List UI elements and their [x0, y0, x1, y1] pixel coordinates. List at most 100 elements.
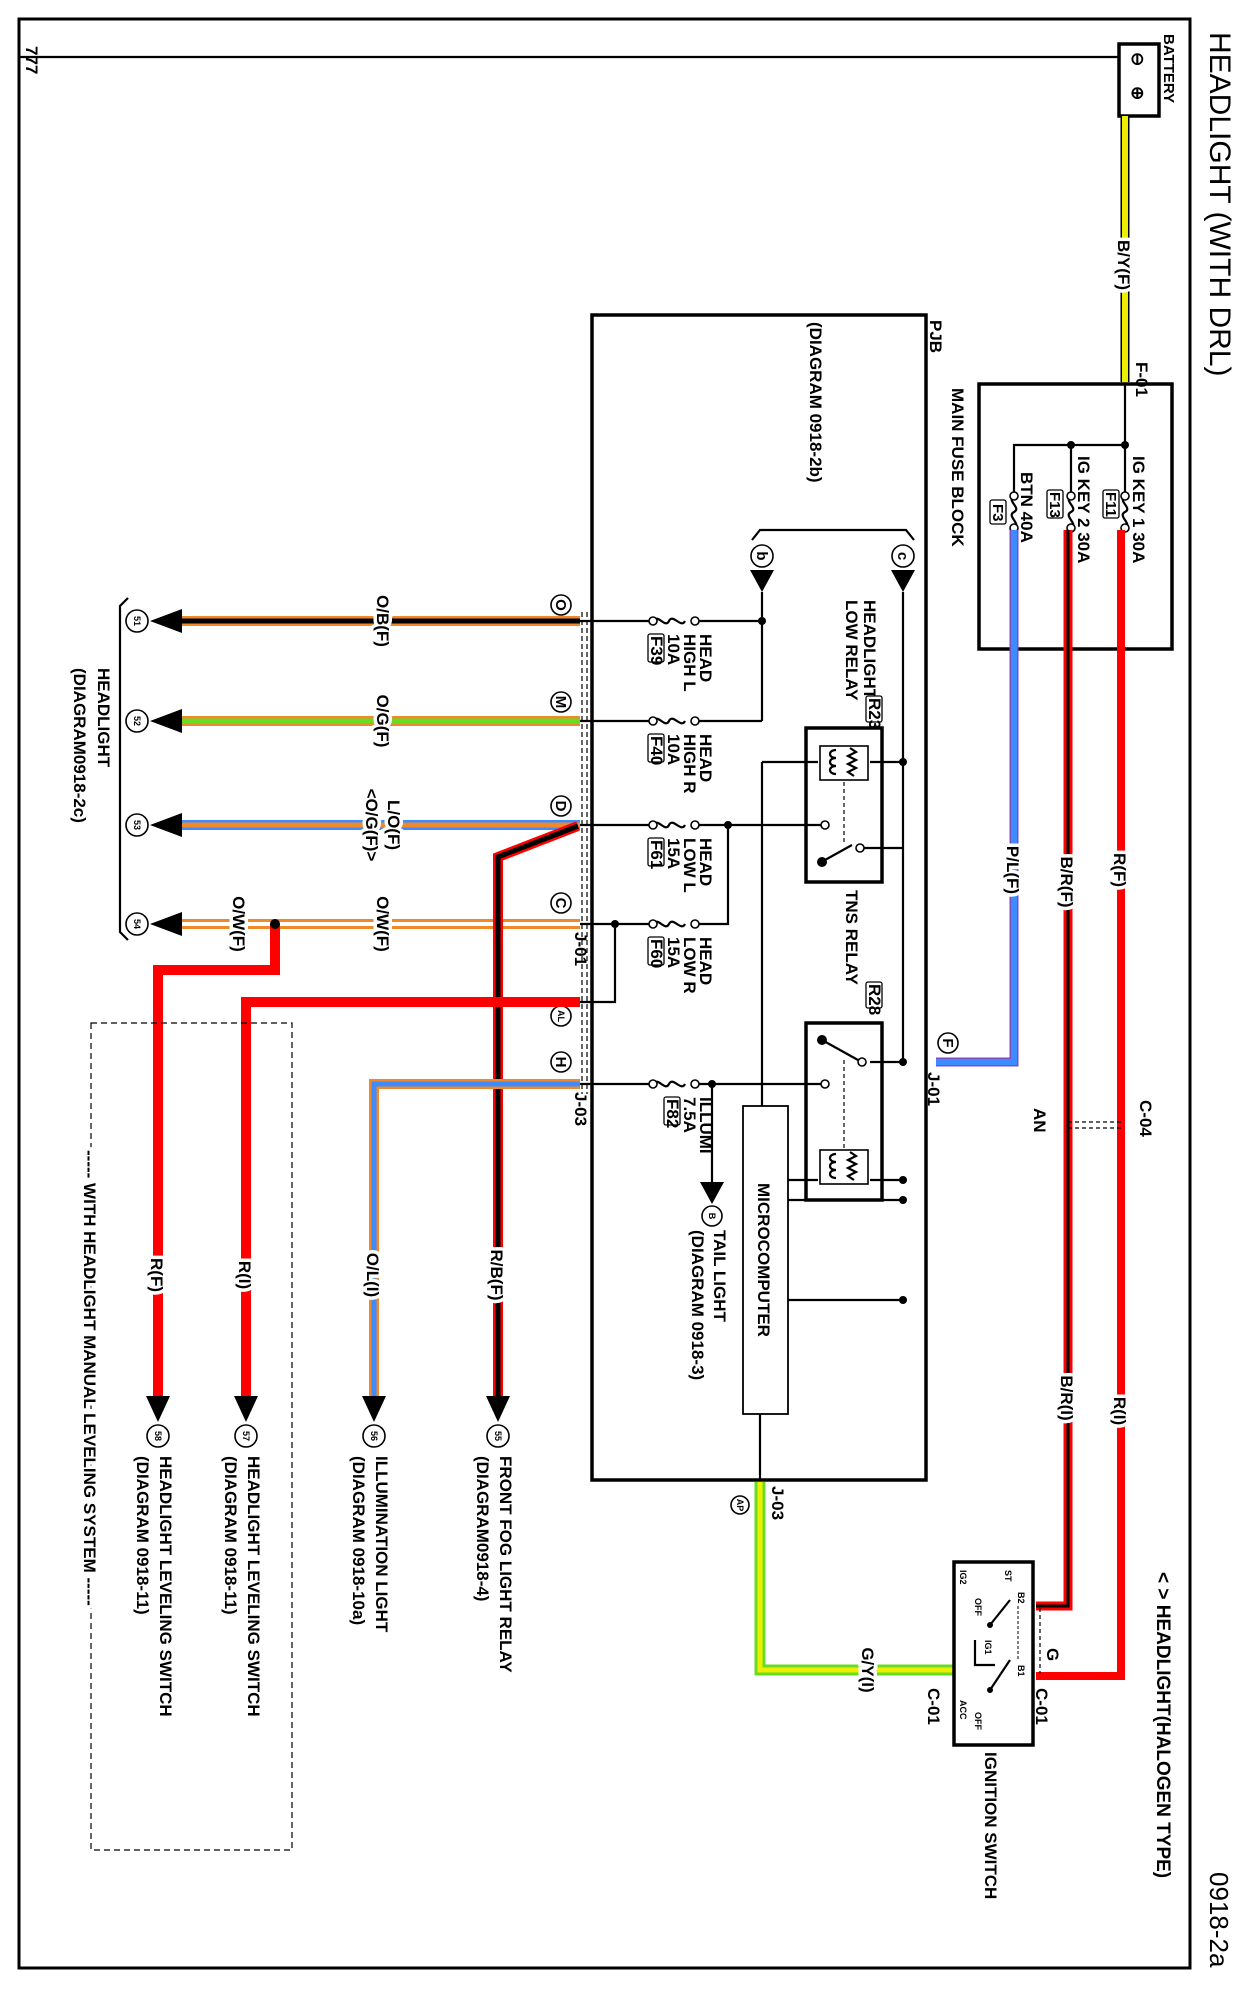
- arrow-c-icon: [891, 570, 915, 592]
- svg-text:55: 55: [493, 1431, 503, 1441]
- terminal-al: AL: [550, 1005, 572, 1027]
- wire-label-r-i: R(I): [1110, 1397, 1129, 1425]
- pjb-fuse-icons: [648, 616, 700, 1089]
- wire-label-b-y-f: B/Y(F): [1114, 240, 1133, 290]
- terminal-ap: AP: [730, 1495, 750, 1515]
- destination-57: 57 HEADLIGHT LEVELING SWITCH (DIAGRAM 09…: [221, 1424, 263, 1717]
- headlight-pin-53: 53: [125, 813, 149, 837]
- svg-text:HIGH L: HIGH L: [680, 634, 699, 692]
- ignition-switch-contacts: ST IG2 OFF B2 IG1 B1 ACC OFF: [958, 1570, 1026, 1730]
- fuse-label-btn: BTN 40A: [1017, 472, 1036, 543]
- svg-text:F60: F60: [647, 939, 666, 968]
- ignition-switch: [952, 1560, 1035, 1747]
- fuse-label-ig-key-2: IG KEY 2 30A: [1074, 456, 1093, 563]
- headlight-pin-51: 51: [125, 609, 149, 633]
- pjb-ref: (DIAGRAM 0918-2b): [806, 322, 825, 483]
- connector-dash: [581, 612, 588, 1094]
- svg-text:(DIAGRAM 0918-11): (DIAGRAM 0918-11): [133, 1456, 152, 1615]
- leveling-group-box: [90, 1022, 293, 1851]
- svg-text:O: O: [552, 599, 569, 611]
- halogen-note: < > HEADLIGHT(HALOGEN TYPE): [1152, 1572, 1173, 1878]
- tail-light-label: TAIL LIGHT: [710, 1230, 729, 1323]
- ref-c: [891, 544, 915, 568]
- svg-text:(DIAGRAM 0918-10a): (DIAGRAM 0918-10a): [349, 1456, 368, 1625]
- wire-label-p-l-f: P/L(F): [1003, 846, 1022, 894]
- svg-text:LOW L: LOW L: [680, 838, 699, 893]
- arrow-b-icon: [750, 570, 774, 592]
- connector-an: AN: [1030, 1108, 1049, 1133]
- terminal-o: O: [550, 594, 572, 616]
- svg-text:IG1: IG1: [983, 1640, 993, 1655]
- wire-label-o-w-f: O/W(F): [373, 896, 392, 952]
- ignition-switch-label: IGNITION SWITCH: [981, 1752, 1000, 1899]
- svg-text:H: H: [552, 1057, 569, 1068]
- headlight-low-relay: [804, 726, 884, 884]
- svg-text:F61: F61: [647, 840, 666, 869]
- wire-o-l-i: [369, 1079, 580, 1398]
- headlight-pin-52: 52: [125, 709, 149, 733]
- wire-label-o-l-i: O/L(I): [363, 1253, 382, 1297]
- svg-text:7.5A: 7.5A: [680, 1097, 699, 1133]
- svg-text:M: M: [552, 696, 569, 709]
- svg-text:ACC: ACC: [958, 1700, 968, 1720]
- ref-tail-light: [701, 1205, 723, 1227]
- svg-text:B: B: [707, 1213, 717, 1220]
- connector-f-01: F-01: [1132, 362, 1151, 397]
- main-fuse-block: [977, 382, 1174, 651]
- svg-text:HEAD: HEAD: [696, 634, 715, 682]
- ref-b-label: b: [753, 551, 770, 560]
- headlight-bracket: [118, 597, 129, 941]
- fuse-f39: HEAD HIGH L 10A F39: [647, 633, 715, 692]
- svg-text:HEAD: HEAD: [696, 937, 715, 985]
- arrow-tail-light-icon: [700, 1182, 724, 1204]
- wire-g-y-i: [754, 1482, 954, 1676]
- svg-text:56: 56: [369, 1431, 379, 1441]
- wire-r-f-leveling: [153, 924, 280, 1398]
- svg-text:15A: 15A: [664, 838, 683, 869]
- svg-text:53: 53: [132, 820, 142, 830]
- svg-text:HEAD: HEAD: [696, 838, 715, 886]
- destination-56: 56 ILLUMINATION LIGHT (DIAGRAM 0918-10a): [349, 1424, 391, 1633]
- svg-text:F39: F39: [647, 636, 666, 665]
- low-relay-label-1: HEADLIGHT: [860, 600, 879, 700]
- terminal-f-label: F: [939, 1038, 956, 1047]
- tns-relay: [804, 1021, 884, 1202]
- svg-text:OFF: OFF: [973, 1712, 983, 1730]
- connector-j-01-upper: J-01: [924, 1072, 943, 1106]
- svg-text:51: 51: [132, 616, 142, 626]
- connector-j-03: J-03: [571, 1092, 590, 1126]
- page-title: HEADLIGHT (WITH DRL): [1203, 32, 1236, 376]
- fuse-icon-f3: [1009, 491, 1019, 533]
- leveling-group-label: ----- WITH HEADLIGHT MANUAL LEVELING SYS…: [80, 1150, 99, 1606]
- wire-label-o-b-f: O/B(F): [373, 595, 392, 647]
- wire-label-r-b-f: R/B(F): [487, 1250, 506, 1301]
- terminal-d: D: [550, 795, 572, 817]
- svg-text:(DIAGRAM0918-4): (DIAGRAM0918-4): [473, 1456, 492, 1601]
- headlight-pin-54: 54: [125, 912, 149, 936]
- destination-55: 55 FRONT FOG LIGHT RELAY (DIAGRAM0918-4): [473, 1424, 515, 1673]
- fuse-id-f11: F11: [1102, 492, 1119, 517]
- microcomputer: [742, 1105, 789, 1415]
- fuse-label-ig-key-1: IG KEY 1 30A: [1129, 456, 1148, 563]
- svg-text:ST: ST: [1003, 1570, 1013, 1582]
- fuse-id-f3: F3: [989, 504, 1006, 522]
- wire-r-i-leveling: [241, 997, 580, 1398]
- svg-text:LOW R: LOW R: [680, 937, 699, 994]
- low-relay-label-2: LOW RELAY: [842, 600, 861, 701]
- terminal-c: C: [550, 892, 572, 914]
- svg-text:57: 57: [241, 1431, 251, 1441]
- svg-text:AP: AP: [735, 1499, 745, 1512]
- relay-id-r28: R28: [865, 984, 884, 1015]
- pjb-label: PJB: [926, 320, 945, 353]
- page-frame: [17, 17, 1192, 1970]
- corner-mark: 777: [22, 46, 41, 74]
- wire-r-f: [1036, 530, 1125, 1680]
- headlight-ref: (DIAGRAM0918-2c): [70, 668, 89, 823]
- svg-text:OFF: OFF: [973, 1598, 983, 1616]
- wire-b-r-f: [1036, 530, 1073, 1611]
- fuse-id-f13: F13: [1046, 492, 1063, 518]
- connector-j-03-lower: J-03: [768, 1486, 787, 1520]
- wire-label-b-r-i: B/R(I): [1057, 1375, 1076, 1420]
- ref-bracket: [751, 528, 915, 541]
